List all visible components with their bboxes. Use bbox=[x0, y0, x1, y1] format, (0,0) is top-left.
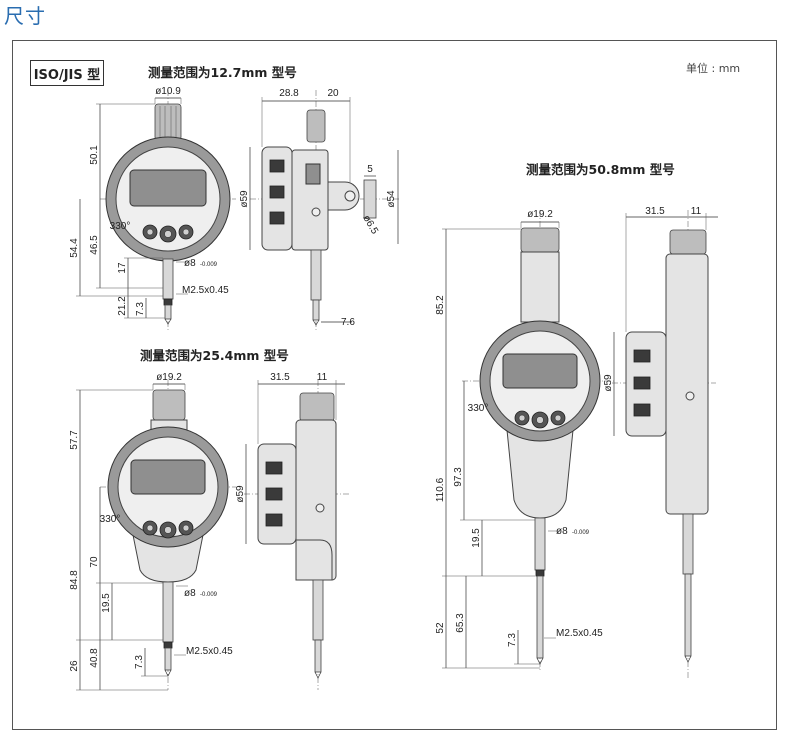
section-title-25-4: 测量范围为25.4mm 型号 bbox=[140, 348, 289, 363]
dim-25-angle: 330° bbox=[100, 514, 121, 525]
dim-12-angle: 330° bbox=[110, 221, 131, 232]
dim-25-side-w1: 31.5 bbox=[270, 372, 290, 383]
dim-50-h3: 19.5 bbox=[471, 528, 482, 548]
dim-50-stem-mid-tol: -0.009 bbox=[572, 530, 590, 536]
dim-12-lug-dia: ø54 bbox=[386, 190, 397, 208]
dim-50-h4: 52 bbox=[435, 622, 446, 634]
dim-50-stem-mid: ø8 bbox=[556, 526, 568, 537]
dim-25-stem-dia: ø19.2 bbox=[156, 372, 182, 383]
dim-50-h6: 7.3 bbox=[507, 633, 518, 647]
dim-12-side-dia: ø59 bbox=[239, 190, 250, 208]
dim-25-h3: 19.5 bbox=[101, 593, 112, 613]
dim-12-tip-w: 7.6 bbox=[341, 317, 355, 328]
dim-12-top-height: 50.1 bbox=[89, 145, 100, 165]
dim-25-h6: 7.3 bbox=[134, 655, 145, 669]
dim-50-side-w1: 31.5 bbox=[645, 206, 665, 217]
dim-50-side-dia: ø59 bbox=[603, 374, 614, 392]
dim-50-thread: M2.5x0.45 bbox=[556, 628, 603, 639]
dim-50-angle: 330° bbox=[468, 403, 489, 414]
gauge-25-4-front: ø19.2 57.7 330° 84.8 70 19.5 ø8 -0.009 4… bbox=[69, 372, 236, 691]
dim-25-stem-mid: ø8 bbox=[184, 588, 196, 599]
dim-12-side-w1: 28.8 bbox=[279, 88, 299, 99]
dim-50-top-height: 85.2 bbox=[435, 295, 446, 315]
dim-25-side-w2: 11 bbox=[317, 372, 328, 383]
dim-25-h4: 40.8 bbox=[89, 648, 100, 668]
dim-12-lug-w: 5 bbox=[367, 164, 373, 175]
dim-12-h5: 7.3 bbox=[135, 302, 146, 316]
dim-12-lug-hole: ø6.5 bbox=[360, 213, 380, 236]
drawing-frame bbox=[12, 40, 777, 730]
dim-12-h3: 17 bbox=[117, 262, 128, 274]
page-title: 尺寸 bbox=[4, 4, 46, 28]
dim-12-h2: 46.5 bbox=[89, 235, 100, 255]
section-title-12-7: 测量范围为12.7mm 型号 bbox=[148, 65, 297, 80]
dim-25-h2: 70 bbox=[89, 556, 100, 568]
type-label-box: ISO/JIS 型 bbox=[30, 60, 104, 86]
dim-50-h1: 110.6 bbox=[435, 477, 446, 502]
dim-12-stem-dia: ø10.9 bbox=[155, 86, 181, 97]
dim-25-h5: 26 bbox=[69, 660, 80, 672]
gauge-12-7-front: ø10.9 50.1 330° 54.4 46.5 17 ø8 -0.009 2… bbox=[69, 86, 236, 330]
dim-50-h5: 65.3 bbox=[455, 613, 466, 633]
dim-12-h4: 21.2 bbox=[117, 296, 128, 316]
dim-25-stem-mid-tol: -0.009 bbox=[200, 592, 218, 598]
gauge-50-8-side: 31.5 11 ø59 bbox=[603, 206, 718, 680]
gauge-12-7-side: 28.8 20 ø59 5 ø54 ø6.5 7.6 bbox=[239, 88, 400, 330]
dim-25-side-dia: ø59 bbox=[235, 485, 246, 503]
dim-25-h1: 84.8 bbox=[69, 570, 80, 590]
unit-label: 单位 : mm bbox=[686, 62, 741, 75]
dim-12-h1: 54.4 bbox=[69, 238, 80, 258]
dim-25-top-height: 57.7 bbox=[69, 430, 80, 450]
dim-12-stem-mid: ø8 bbox=[184, 258, 196, 269]
dim-12-side-w2: 20 bbox=[327, 88, 339, 99]
gauge-50-8-front: ø19.2 85.2 330° 110.6 97.3 19.5 ø8 -0.00… bbox=[435, 209, 616, 670]
gauge-25-4-side: 31.5 11 ø59 bbox=[235, 372, 350, 690]
dim-25-thread: M2.5x0.45 bbox=[186, 646, 233, 657]
dim-12-thread: M2.5x0.45 bbox=[182, 285, 229, 296]
dim-50-stem-dia: ø19.2 bbox=[527, 209, 553, 220]
dim-50-side-w2: 11 bbox=[691, 206, 702, 217]
dim-50-h2: 97.3 bbox=[453, 467, 464, 487]
dim-12-stem-mid-tol: -0.009 bbox=[200, 262, 218, 268]
section-title-50-8: 测量范围为50.8mm 型号 bbox=[526, 162, 675, 177]
